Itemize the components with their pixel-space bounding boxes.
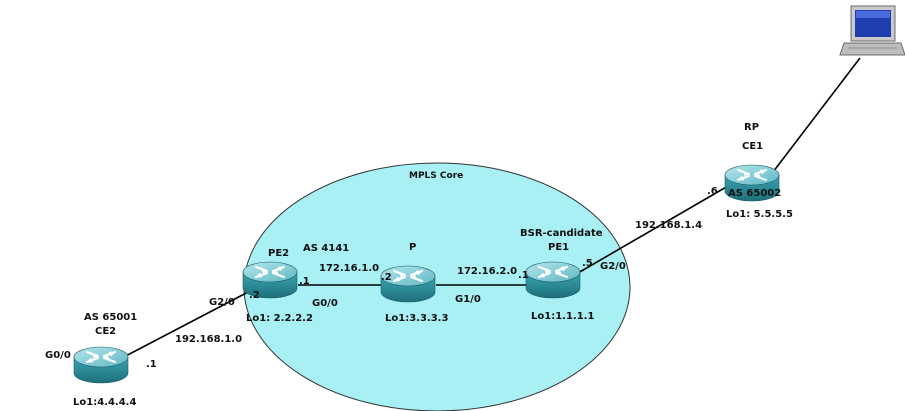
p-left-octet: .2 xyxy=(381,272,392,283)
p-right-interface: G1/0 xyxy=(455,294,481,305)
pe1-loopback-label: Lo1:1.1.1.1 xyxy=(531,311,595,322)
pe2-left-interface: G2/0 xyxy=(209,297,235,308)
laptop-icon xyxy=(839,5,905,56)
pe1-name-label: PE1 xyxy=(548,242,570,253)
ce2-interface-label: G0/0 xyxy=(45,350,71,361)
ce1-left-octet: .6 xyxy=(707,186,718,197)
ce2-as-label: AS 65001 xyxy=(84,312,138,323)
network-p-pe1: 172.16.2.0 xyxy=(457,266,518,277)
pe2-as-label: AS 4141 xyxy=(303,243,350,254)
network-pe1-ce1: 192.168.1.4 xyxy=(635,220,703,231)
ce1-loopback-label: Lo1: 5.5.5.5 xyxy=(726,209,793,220)
link-ce2-pe2 xyxy=(117,289,253,361)
ce1-name-label: CE1 xyxy=(742,141,764,152)
pe1-right-interface: G2/0 xyxy=(600,261,626,272)
pe2-name-label: PE2 xyxy=(268,248,290,259)
ce2-name-label: CE2 xyxy=(95,326,117,337)
pe2-right-interface: G0/0 xyxy=(312,298,338,309)
network-ce2-pe2: 192.168.1.0 xyxy=(175,334,243,345)
pe1-right-octet: .5 xyxy=(582,258,593,269)
p-loopback-label: Lo1:3.3.3.3 xyxy=(385,313,449,324)
pe2-right-octet: .1 xyxy=(299,276,310,287)
network-pe2-p: 172.16.1.0 xyxy=(319,263,380,274)
p-name-label: P xyxy=(409,242,417,253)
pe1-left-octet: .1 xyxy=(518,270,529,281)
pe2-left-octet: .2 xyxy=(249,290,260,301)
link-pe1-ce1 xyxy=(577,185,729,274)
router-pe1-icon xyxy=(525,261,581,299)
pe2-loopback-label: Lo1: 2.2.2.2 xyxy=(246,313,313,324)
ce1-as-label: AS 65002 xyxy=(728,188,782,199)
ce2-host-octet: .1 xyxy=(146,359,157,370)
router-ce2-icon xyxy=(73,346,129,384)
ce2-loopback-label: Lo1:4.4.4.4 xyxy=(73,397,137,408)
ce1-role-label: RP xyxy=(744,122,760,133)
link-lines xyxy=(117,57,861,361)
mpls-core-label: MPLS Core xyxy=(409,171,464,181)
link-ce1-laptop xyxy=(772,57,861,173)
pe1-role-label: BSR-candidate xyxy=(520,228,603,239)
